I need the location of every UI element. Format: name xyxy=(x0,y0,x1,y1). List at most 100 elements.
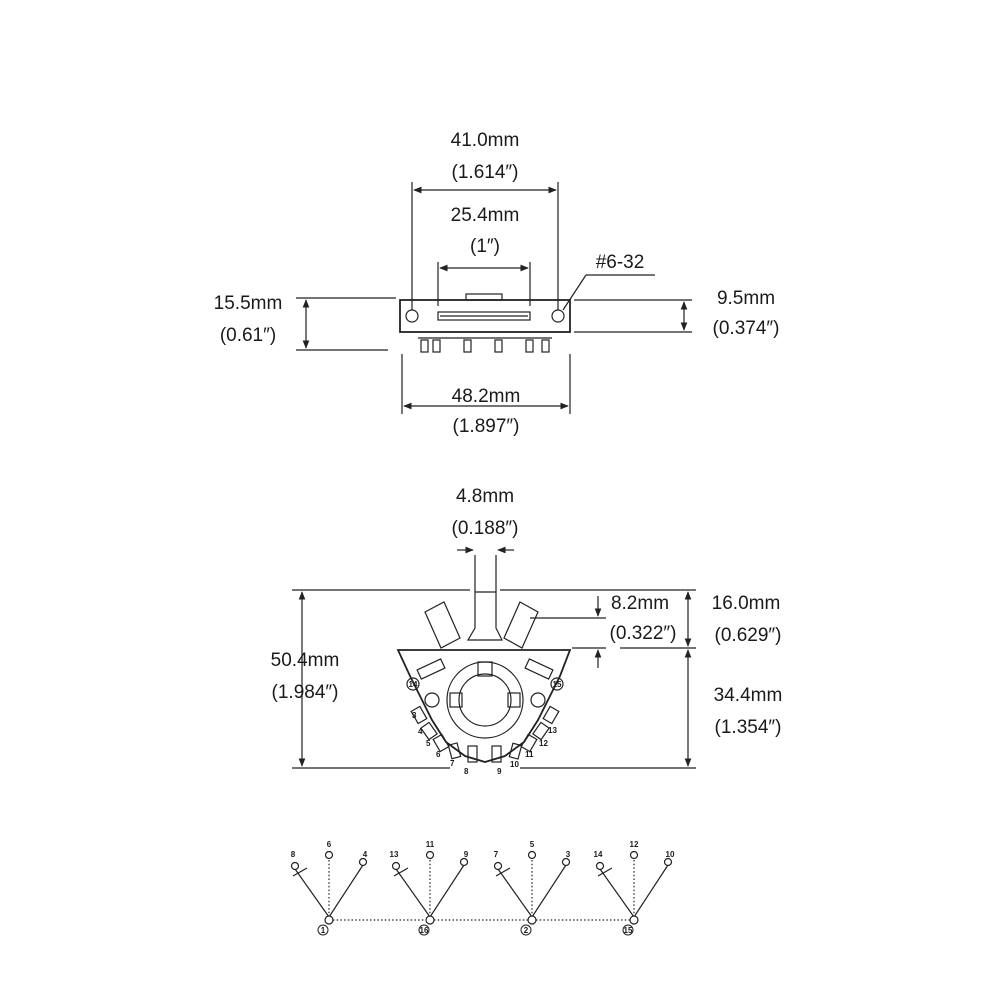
switch-blade xyxy=(292,867,308,877)
wiring-schematic: 8 6 4 1 13 11 9 16 7 5 3 2 14 12 10 15 xyxy=(290,840,675,936)
pin-number: 13 xyxy=(390,850,399,859)
pin-terminal xyxy=(595,861,605,871)
top-view: 41.0mm (1.614″) 25.4mm (1″) #6-32 15.5mm… xyxy=(214,130,780,437)
lever-slot xyxy=(437,311,531,321)
pin-terminal xyxy=(459,857,469,867)
lead-line xyxy=(294,868,330,918)
total-height-mm: 50.4mm xyxy=(271,650,340,671)
lead-line xyxy=(633,864,669,918)
lead-line xyxy=(531,864,567,918)
common-label-ring xyxy=(520,924,532,936)
base-width-mm: 48.2mm xyxy=(452,386,521,407)
spring-right xyxy=(503,601,539,649)
lead-line xyxy=(497,868,533,918)
common-number: 1 xyxy=(321,926,326,935)
pin-terminal xyxy=(290,861,300,871)
mounting-hole-right xyxy=(551,309,565,323)
switch-blade xyxy=(393,867,409,877)
pin-terminal xyxy=(493,861,503,871)
pin-number: 5 xyxy=(530,840,535,849)
common-label-ring xyxy=(418,924,430,936)
overall-width-in: (1.614″) xyxy=(452,162,519,183)
common-label-ring xyxy=(622,924,634,936)
pin-terminal xyxy=(425,850,435,860)
pin-terminal xyxy=(663,857,673,867)
pin-label: 12 xyxy=(539,739,548,748)
pin-label: 4 xyxy=(418,727,423,736)
side-hole-right xyxy=(530,692,546,708)
mounting-hole-left xyxy=(405,309,419,323)
height-mm: 15.5mm xyxy=(214,293,283,314)
pin-label: 10 xyxy=(510,760,519,769)
pin-number: 8 xyxy=(291,850,296,859)
mount-spacing-in: (1″) xyxy=(470,236,500,257)
common-number: 16 xyxy=(420,926,429,935)
body-height-in: (1.354″) xyxy=(715,717,782,738)
lead-line xyxy=(429,864,465,918)
side-terminals xyxy=(410,658,560,763)
lever-width-mm: 4.8mm xyxy=(456,486,514,507)
lead-line xyxy=(395,868,431,918)
pin-label: 3 xyxy=(412,711,417,720)
pin-terminal xyxy=(629,850,639,860)
mount-spacing-mm: 25.4mm xyxy=(451,205,520,226)
lead-line xyxy=(328,864,364,918)
common-terminal xyxy=(629,915,639,925)
switch-blade xyxy=(597,867,613,877)
circled-14 xyxy=(406,677,420,691)
common-label-ring xyxy=(317,924,329,936)
common-terminal xyxy=(527,915,537,925)
lever-height-in: (0.322″) xyxy=(610,623,677,644)
total-height-in: (1.984″) xyxy=(272,682,339,703)
pin-label: 5 xyxy=(426,739,431,748)
svg-text:15: 15 xyxy=(553,680,562,689)
base-width-in: (1.897″) xyxy=(453,416,520,437)
pin-number: 11 xyxy=(426,840,435,849)
lever-tab xyxy=(465,293,503,301)
switch-blade xyxy=(495,867,511,877)
common-number: 2 xyxy=(524,926,529,935)
pin-label: 9 xyxy=(497,767,502,776)
terminal-row xyxy=(420,339,550,353)
pin-terminal xyxy=(324,850,334,860)
switch-body xyxy=(396,649,572,763)
pin-label: 6 xyxy=(436,750,441,759)
common-number: 15 xyxy=(624,926,633,935)
common-terminal xyxy=(425,915,435,925)
pin-number: 9 xyxy=(464,850,469,859)
height-in: (0.61″) xyxy=(220,325,276,346)
screw-label: #6-32 xyxy=(596,252,645,273)
lever-stem xyxy=(466,591,503,641)
pin-label: 8 xyxy=(464,767,469,776)
pin-number: 6 xyxy=(327,840,332,849)
spring-left xyxy=(424,601,461,649)
lever-height-mm: 8.2mm xyxy=(611,593,669,614)
pin-number: 10 xyxy=(666,850,675,859)
pin-number: 12 xyxy=(630,840,639,849)
overall-width-mm: 41.0mm xyxy=(451,130,520,151)
pin-label: 7 xyxy=(450,759,455,768)
svg-text:14: 14 xyxy=(409,680,418,689)
pin-terminal xyxy=(527,850,537,860)
rotor-inner xyxy=(458,673,512,727)
body-height-mm: 34.4mm xyxy=(714,685,783,706)
pin-label: 11 xyxy=(525,750,534,759)
pin-number: 4 xyxy=(363,850,368,859)
upper-height-mm: 16.0mm xyxy=(712,593,781,614)
pin-number: 14 xyxy=(594,850,603,859)
pin-number: 7 xyxy=(494,850,499,859)
plate-in: (0.374″) xyxy=(713,318,780,339)
side-hole-left xyxy=(424,692,440,708)
pin-terminal xyxy=(391,861,401,871)
plate-mm: 9.5mm xyxy=(717,288,775,309)
upper-height-in: (0.629″) xyxy=(715,625,782,646)
lead-line xyxy=(599,868,635,918)
circled-15 xyxy=(550,677,564,691)
common-terminal xyxy=(324,915,334,925)
side-view: 4.8mm (0.188″) xyxy=(271,486,783,776)
pin-label: 13 xyxy=(548,726,557,735)
pin-terminal xyxy=(561,857,571,867)
pin-terminal xyxy=(358,857,368,867)
pin-number: 3 xyxy=(566,850,571,859)
